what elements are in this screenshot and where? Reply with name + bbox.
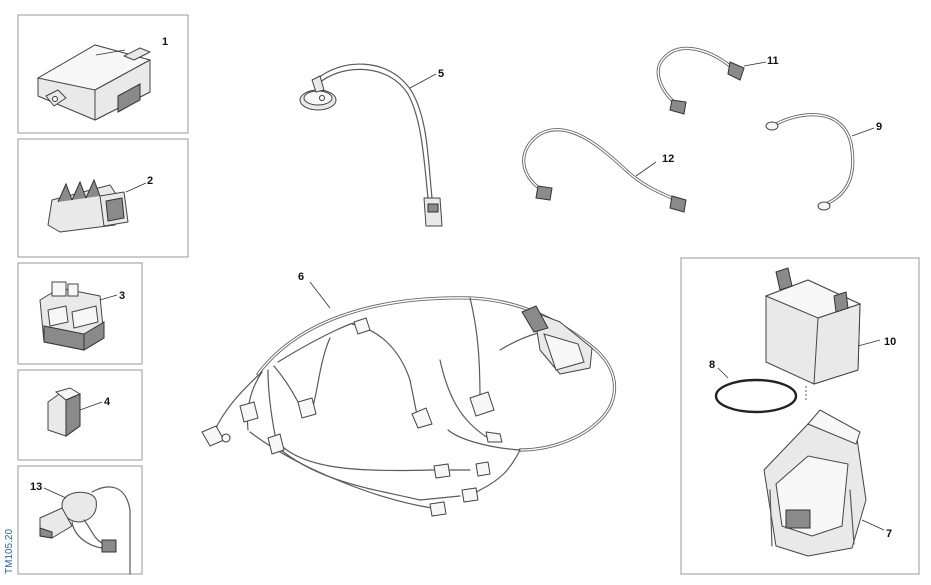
ground-strap	[765, 113, 875, 211]
callout-9: 9	[876, 121, 882, 133]
battery-holder	[763, 409, 885, 557]
callout-1: 1	[162, 36, 168, 48]
short-cable	[656, 46, 767, 115]
callout-13: 13	[30, 481, 42, 493]
ignition-coil	[39, 486, 131, 575]
small-relay	[47, 387, 103, 437]
callout-4: 4	[104, 396, 111, 408]
ecu-unit	[36, 44, 152, 121]
callout-12: 12	[662, 153, 674, 165]
battery	[764, 267, 881, 400]
battery-cable	[522, 128, 687, 213]
inset-frame-relay	[17, 262, 143, 365]
callout-5: 5	[438, 68, 444, 80]
callout-8: 8	[709, 359, 715, 371]
inset-frame-regulator	[17, 138, 189, 258]
rubber-ring	[714, 367, 798, 414]
inset-frame-ignition-coil	[17, 465, 143, 575]
main-wiring-harness	[201, 281, 617, 517]
inset-frame-battery	[680, 257, 920, 575]
callout-3: 3	[119, 290, 125, 302]
voltage-regulator	[47, 178, 147, 233]
inset-frame-ecu	[17, 14, 189, 134]
sensor-lead	[299, 63, 443, 227]
callout-11: 11	[767, 55, 779, 67]
reference-code: TM105.20	[4, 529, 15, 574]
callout-2: 2	[147, 175, 153, 187]
callout-10: 10	[884, 336, 896, 348]
callout-6: 6	[298, 271, 304, 283]
inset-frame-small-relay	[17, 369, 143, 461]
starter-relay	[39, 281, 118, 351]
callout-7: 7	[886, 528, 892, 540]
